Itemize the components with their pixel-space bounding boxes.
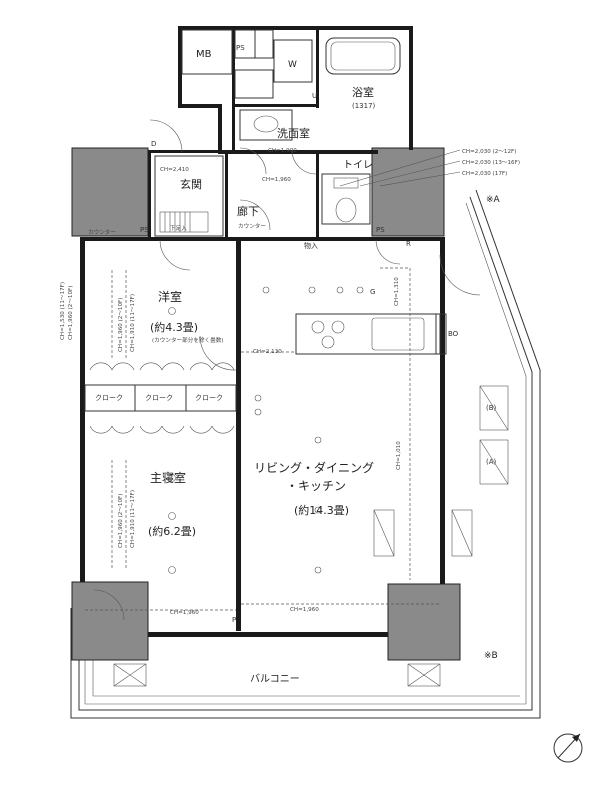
ldk-label-line2: ・キッチン — [286, 479, 346, 493]
bath-label: 浴室 — [352, 85, 374, 99]
master-bedroom-label: 主寝室 — [150, 470, 186, 485]
balcony-outline — [70, 189, 541, 719]
compass-icon — [553, 733, 583, 763]
ch-label-1: CH=2,030 (2～12F) — [462, 149, 516, 155]
ps-label-left: PS — [140, 226, 149, 234]
pillar-bottom-left — [71, 581, 149, 661]
shoebox-label: 下足入 — [170, 225, 187, 232]
ch-label-bed-bottom: CH=1,960 — [170, 610, 199, 616]
p-label: P — [232, 616, 236, 624]
r-label: R — [406, 240, 411, 248]
bo-label: BO — [448, 330, 459, 338]
window-a-label: (A) — [486, 458, 497, 466]
window-b-label: (B) — [486, 404, 497, 412]
ldk-label-line1: リビング・ダイニング — [254, 460, 374, 475]
ch-label-west2: CH=1,910 (11～17F) — [130, 294, 136, 352]
storage-label: 物入 — [304, 241, 318, 250]
ps-label-top: PS — [236, 44, 245, 52]
western-room-label: 洋室 — [158, 289, 182, 304]
mark-a: ※A — [486, 195, 501, 205]
ch-label-bed1: CH=1,960 (2～10F) — [118, 494, 124, 548]
western-room-size: (約4.3畳) — [150, 320, 198, 334]
closet-label-2: クローク — [145, 394, 173, 402]
ch-label-entrance: CH=2,410 — [160, 167, 189, 173]
ch-label-left1: CH=1,530 (11～17F) — [60, 282, 66, 340]
ch-label-2: CH=2,030 (13～16F) — [462, 160, 520, 166]
ch-label-kitchen: CH=2,130 — [253, 349, 282, 355]
closet-label-1: クローク — [95, 394, 123, 402]
ch-label-ldk-bottom: CH=1,960 — [290, 607, 319, 613]
d-label: D — [151, 140, 156, 148]
counter-label-left: カウンター — [88, 228, 116, 236]
pillar-top-right — [371, 147, 445, 237]
ch-label-r: CH=1,310 — [394, 277, 400, 306]
g-label: G — [370, 288, 375, 296]
ch-label-hall2: CH=1,960 — [262, 177, 291, 183]
ch-label-lvr: CH=1,010 — [396, 441, 402, 470]
pillar-top-left — [71, 147, 149, 237]
closet-label-3: クローク — [195, 394, 223, 402]
hallway-label: 廊下 — [237, 204, 259, 218]
washroom-label: 洗面室 — [277, 126, 310, 140]
bathtub — [325, 37, 401, 75]
ch-label-hall1: CH=1,900 — [268, 148, 297, 154]
ch-label-bed2: CH=1,910 (11～17F) — [130, 490, 136, 548]
bath-size: (1317) — [352, 102, 376, 110]
mark-b: ※B — [484, 651, 498, 661]
mb-label: MB — [196, 49, 212, 60]
ch-label-3: CH=2,030 (17F) — [462, 171, 507, 177]
toilet-label: トイレ — [343, 160, 373, 171]
u-label: U — [312, 92, 317, 100]
entrance-label: 玄関 — [180, 177, 202, 191]
ch-label-west1: CH=1,960 (2～10F) — [118, 298, 124, 352]
balcony-label: バルコニー — [250, 673, 300, 685]
master-bedroom-size: (約6.2畳) — [148, 524, 196, 538]
ldk-size: (約14.3畳) — [294, 503, 349, 517]
toilet-bowl — [335, 197, 357, 223]
counter-label-hall: カウンター — [238, 222, 266, 230]
ch-label-left2: CH=1,960 (2～10F) — [68, 286, 74, 340]
pillar-bottom-right — [387, 583, 461, 661]
w-label: W — [288, 60, 297, 70]
ps-label-right: PS — [376, 226, 385, 234]
western-room-note: (カウンター部分を除く畳数) — [152, 336, 224, 344]
